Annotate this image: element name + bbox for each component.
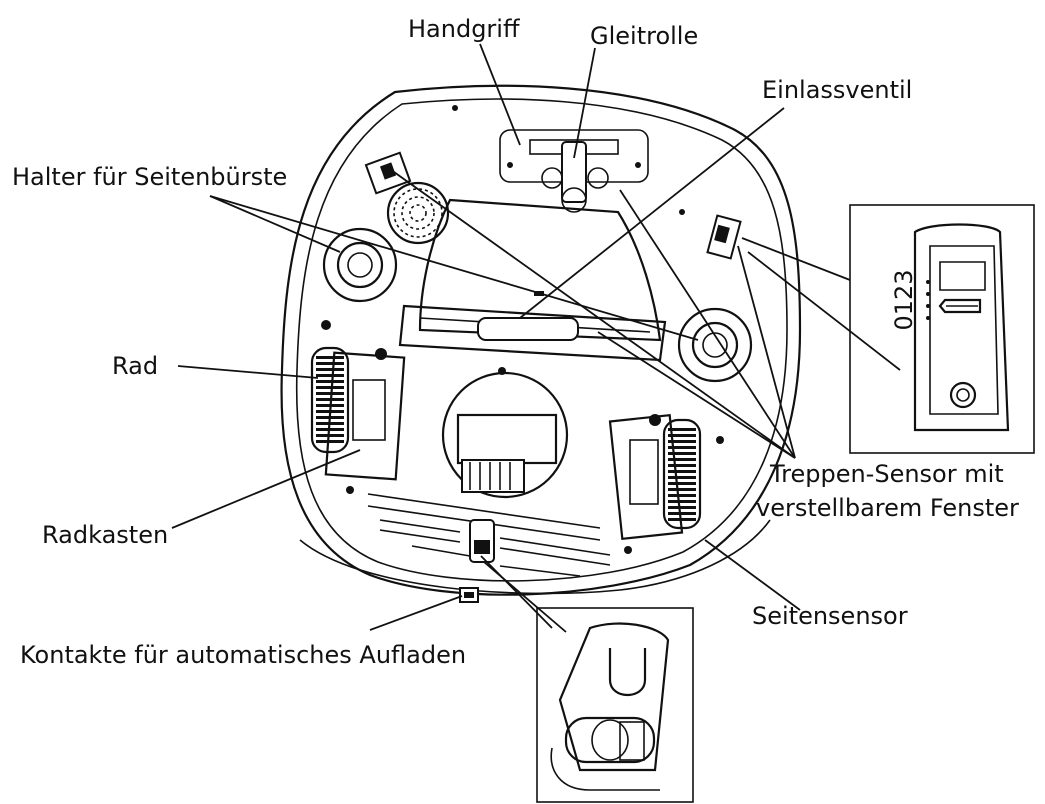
- bottom-grooves: [346, 105, 724, 577]
- wheel-tread: [316, 434, 344, 437]
- wheel-tread: [668, 428, 696, 431]
- inset-stair-sensor-window: 0123: [849, 204, 1035, 454]
- robot-body: [280, 84, 802, 596]
- wheel-tread: [668, 470, 696, 473]
- inset-caster-detail: [536, 607, 694, 803]
- charging-contacts: [459, 587, 479, 603]
- wheel-tread: [668, 464, 696, 467]
- label-treppen-sensor-1: Treppen-Sensor mit: [769, 460, 1004, 488]
- label-treppen-sensor-2: verstellbarem Fenster: [756, 494, 1019, 522]
- wheel-tread: [668, 458, 696, 461]
- wheel-tread: [316, 368, 344, 371]
- wheel-tread: [668, 446, 696, 449]
- wheel-tread: [316, 440, 344, 443]
- labels: Handgriff Gleitrolle Einlassventil Halte…: [12, 15, 1019, 669]
- wheel-tread: [316, 392, 344, 395]
- side-brush-holder-left: [321, 227, 398, 330]
- wheel-tread: [668, 434, 696, 437]
- brush-cavity: [441, 367, 569, 499]
- speaker-grille: [386, 181, 450, 245]
- side-brush-holder-right: [677, 307, 753, 383]
- wheel-tread: [668, 512, 696, 515]
- wheel-tread: [668, 494, 696, 497]
- window-scale-label: 0123: [890, 269, 918, 330]
- wheel-box-right: [608, 413, 684, 541]
- stair-sensor-left: [364, 151, 412, 195]
- label-handgriff: Handgriff: [408, 15, 520, 43]
- stair-sensor-right: [706, 214, 742, 260]
- wheel-right: [662, 418, 702, 530]
- wheel-tread: [316, 380, 344, 383]
- wheel-tread: [668, 488, 696, 491]
- label-radkasten: Radkasten: [42, 521, 168, 549]
- wheel-tread: [668, 506, 696, 509]
- label-gleitrolle: Gleitrolle: [590, 22, 698, 50]
- leader-lines: [171, 43, 901, 633]
- inlet-valve-panel: [398, 198, 667, 362]
- label-halter-seitenbuerste: Halter für Seitenbürste: [12, 163, 287, 191]
- wheel-tread: [316, 386, 344, 389]
- wheel-tread: [316, 374, 344, 377]
- wheel-tread: [668, 476, 696, 479]
- wheel-tread: [668, 518, 696, 521]
- label-rad: Rad: [112, 352, 158, 380]
- wheel-tread: [316, 356, 344, 359]
- wheel-tread: [668, 440, 696, 443]
- wheel-tread: [668, 452, 696, 455]
- label-kontakte: Kontakte für automatisches Aufladen: [20, 641, 466, 669]
- wheel-tread: [668, 500, 696, 503]
- wheel-box-left: [324, 348, 406, 481]
- label-seitensensor: Seitensensor: [752, 602, 908, 630]
- label-einlassventil: Einlassventil: [762, 76, 912, 104]
- front-caster: [469, 519, 495, 563]
- wheel-tread: [316, 362, 344, 365]
- wheel-tread: [668, 482, 696, 485]
